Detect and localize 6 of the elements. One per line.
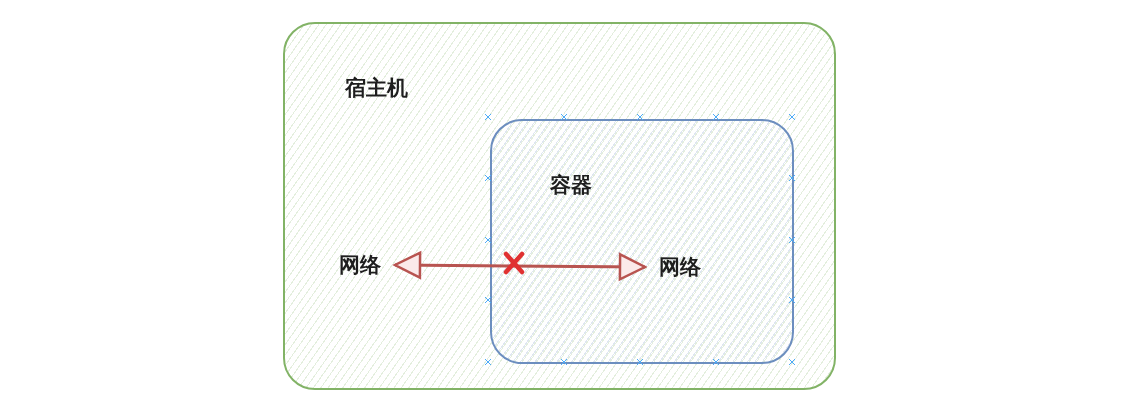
network-label: 网络 [647, 250, 713, 284]
box-heading: 容器 [550, 172, 592, 199]
host-box [283, 22, 836, 390]
network-label: 网络 [327, 248, 393, 282]
box-heading: 宿主机 [345, 75, 408, 102]
double-arrow [393, 251, 647, 281]
